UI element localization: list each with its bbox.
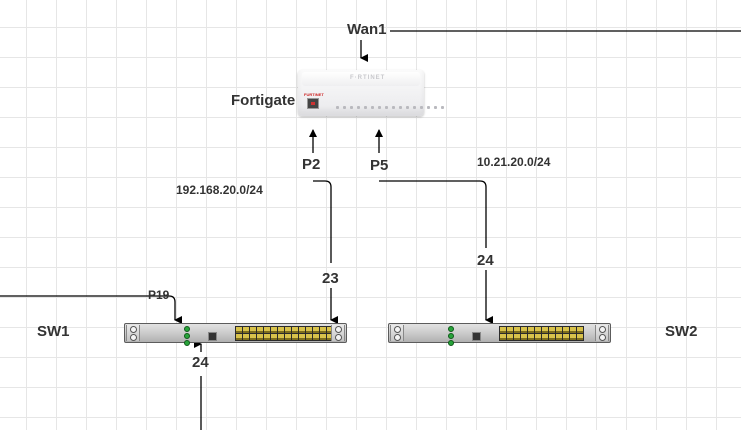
- sw2-right-ear: [595, 325, 609, 341]
- port-p2-label: P2: [302, 156, 321, 173]
- sw1-right-ear: [331, 325, 345, 341]
- sw2-device[interactable]: [388, 323, 611, 346]
- sw1-device[interactable]: [124, 323, 347, 346]
- sw2-status-leds: [448, 326, 454, 346]
- sw1-left-ear: [126, 325, 140, 341]
- sw1-port-bank: [235, 326, 341, 341]
- sw1-port24-label: 24: [192, 354, 209, 371]
- fortigate-top-panel: F·RTINET: [302, 72, 420, 86]
- sw1-port23-label: 23: [322, 270, 339, 287]
- sw2-port-bank: [499, 326, 584, 341]
- sw1-status-leds: [184, 326, 190, 346]
- sw2-left-ear: [390, 325, 404, 341]
- p19-link: [0, 295, 182, 324]
- wan1-label: Wan1: [347, 21, 387, 38]
- port-p5-label: P5: [370, 157, 389, 174]
- p5-to-sw2-link: [379, 180, 487, 248]
- sw1-label: SW1: [37, 323, 70, 340]
- sw2-label: SW2: [665, 323, 698, 340]
- subnet-p2-label: 192.168.20.0/24: [176, 183, 263, 197]
- fortinet-logo: F·RTINET: [350, 75, 386, 81]
- fortigate-console-port: [307, 98, 319, 109]
- sw1-mgmt-port: [208, 332, 217, 341]
- fortinet-badge: FURTINET: [304, 92, 324, 97]
- p2-to-sw1-link: [313, 180, 332, 263]
- fortigate-label: Fortigate: [231, 92, 296, 109]
- port-p19-label: P19: [148, 288, 170, 302]
- sw2-mgmt-port: [472, 332, 481, 341]
- sw2-port24-label: 24: [477, 252, 494, 269]
- fortigate-device[interactable]: F·RTINET FURTINET: [298, 70, 444, 116]
- fortigate-port-leds: [336, 106, 444, 109]
- subnet-p5-label: 10.21.20.0/24: [477, 155, 551, 169]
